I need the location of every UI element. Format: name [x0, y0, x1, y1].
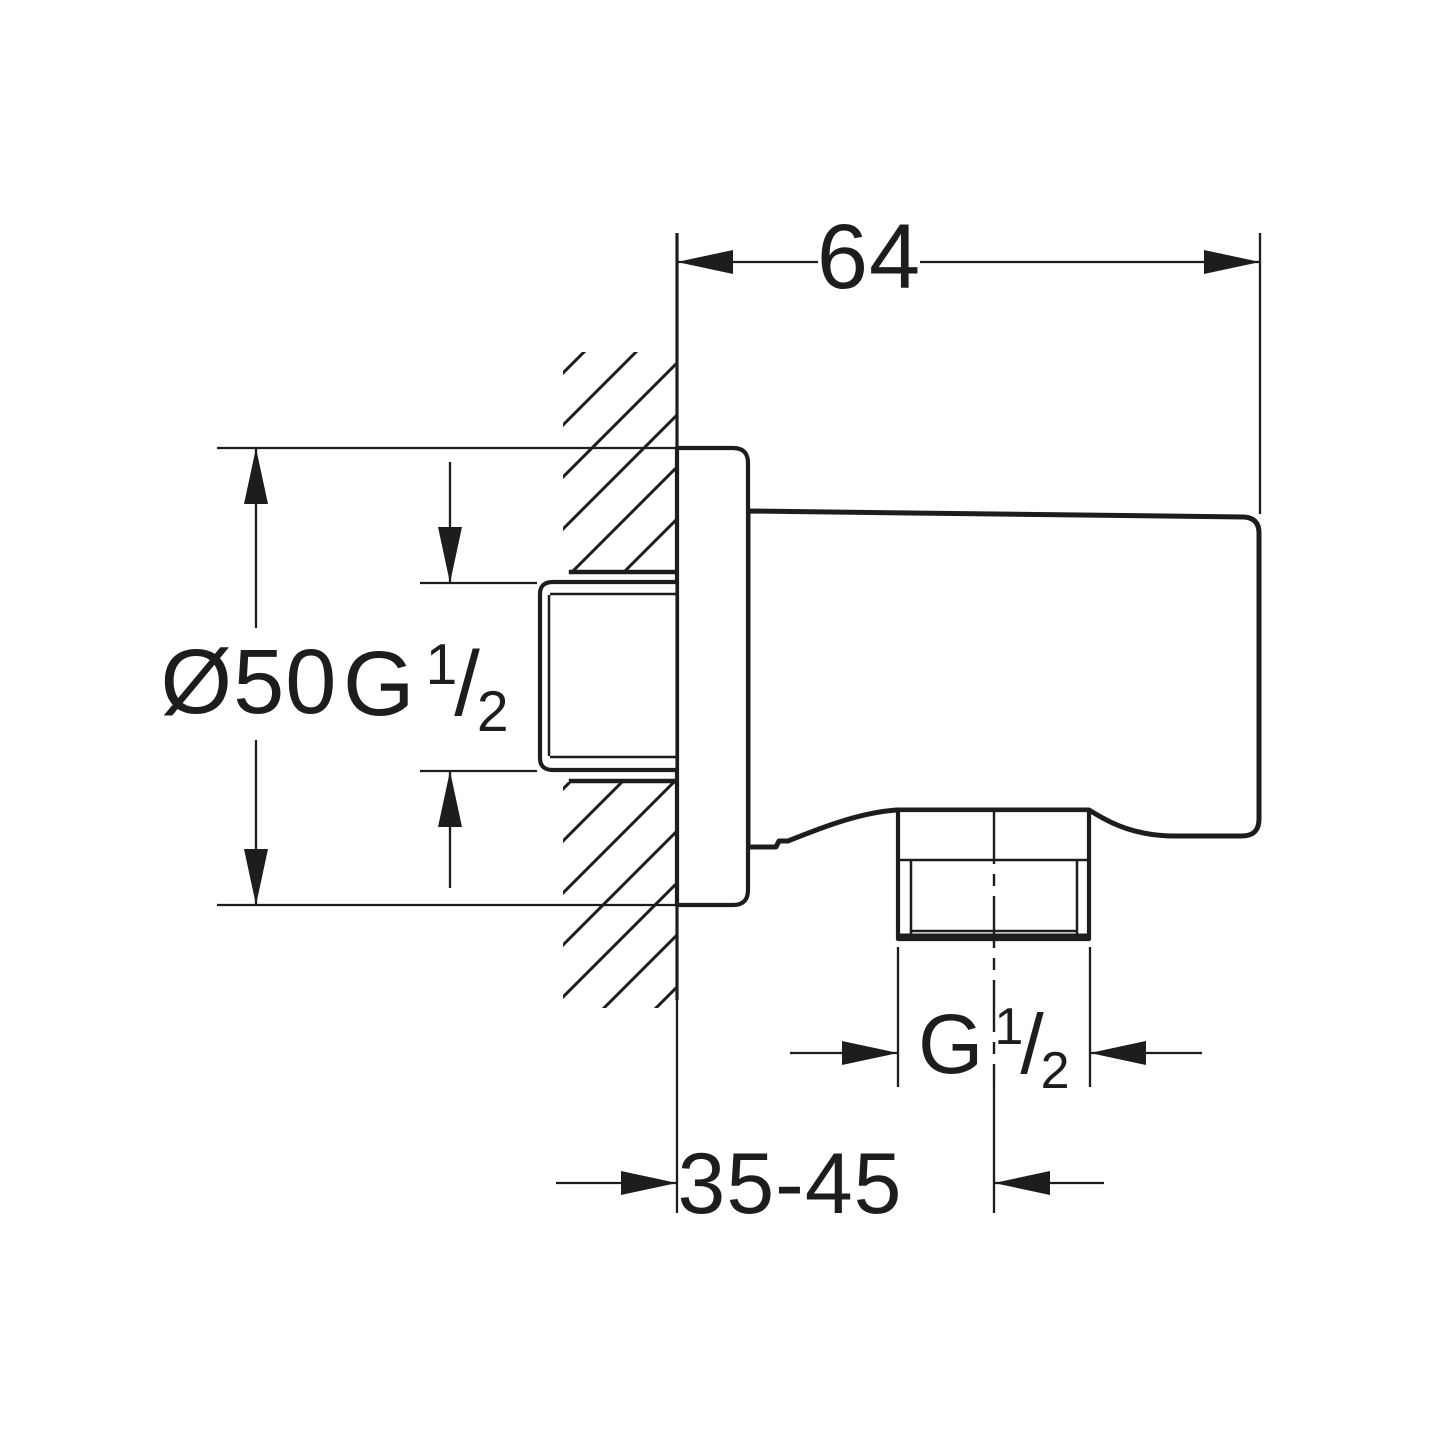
- arrowhead-down-icon: [244, 849, 268, 905]
- thread-slash: /: [1020, 997, 1045, 1091]
- wall-hatch-upper: [563, 352, 677, 572]
- thread-letter: G: [343, 633, 416, 735]
- dimension-diameter-50: [217, 446, 679, 907]
- inlet-pipe: [537, 579, 677, 773]
- wall-section: [563, 352, 680, 1008]
- inlet-pipe-outline: [537, 579, 677, 773]
- arrowhead-right-icon: [1204, 250, 1260, 274]
- arrowhead-up-icon: [244, 448, 268, 504]
- thread-slash: /: [454, 633, 481, 735]
- thread-numerator: 1: [425, 632, 459, 697]
- thread-letter: G: [918, 997, 985, 1091]
- dimension-outlet-thread: [790, 947, 1202, 1087]
- thread-denominator: 2: [1040, 1041, 1071, 1100]
- holder-body-outline: [745, 508, 1262, 850]
- dimension-label-wall-distance: 35-45: [677, 1136, 903, 1232]
- escutcheon-outline: [674, 445, 751, 908]
- arrowhead-down-icon: [438, 527, 462, 583]
- arrowhead-up-icon: [438, 771, 462, 827]
- dimension-width-64: [677, 233, 1262, 514]
- arrowhead-left-icon: [994, 1171, 1050, 1195]
- dimension-label-diameter: Ø50: [160, 631, 338, 733]
- thread-numerator: 1: [994, 998, 1025, 1057]
- arrowhead-right-icon: [842, 1041, 898, 1065]
- fitting-geometry: [537, 233, 1262, 1086]
- dimension-inlet-thread: [420, 462, 537, 888]
- arrowhead-right-icon: [621, 1171, 677, 1195]
- dimension-label-width: 64: [816, 206, 922, 308]
- wall-hatch-lower: [563, 782, 677, 1008]
- arrowhead-left-icon: [677, 250, 733, 274]
- arrowhead-left-icon: [1090, 1041, 1146, 1065]
- thread-denominator: 2: [476, 679, 510, 744]
- dimension-wall-distance: [556, 1000, 1104, 1213]
